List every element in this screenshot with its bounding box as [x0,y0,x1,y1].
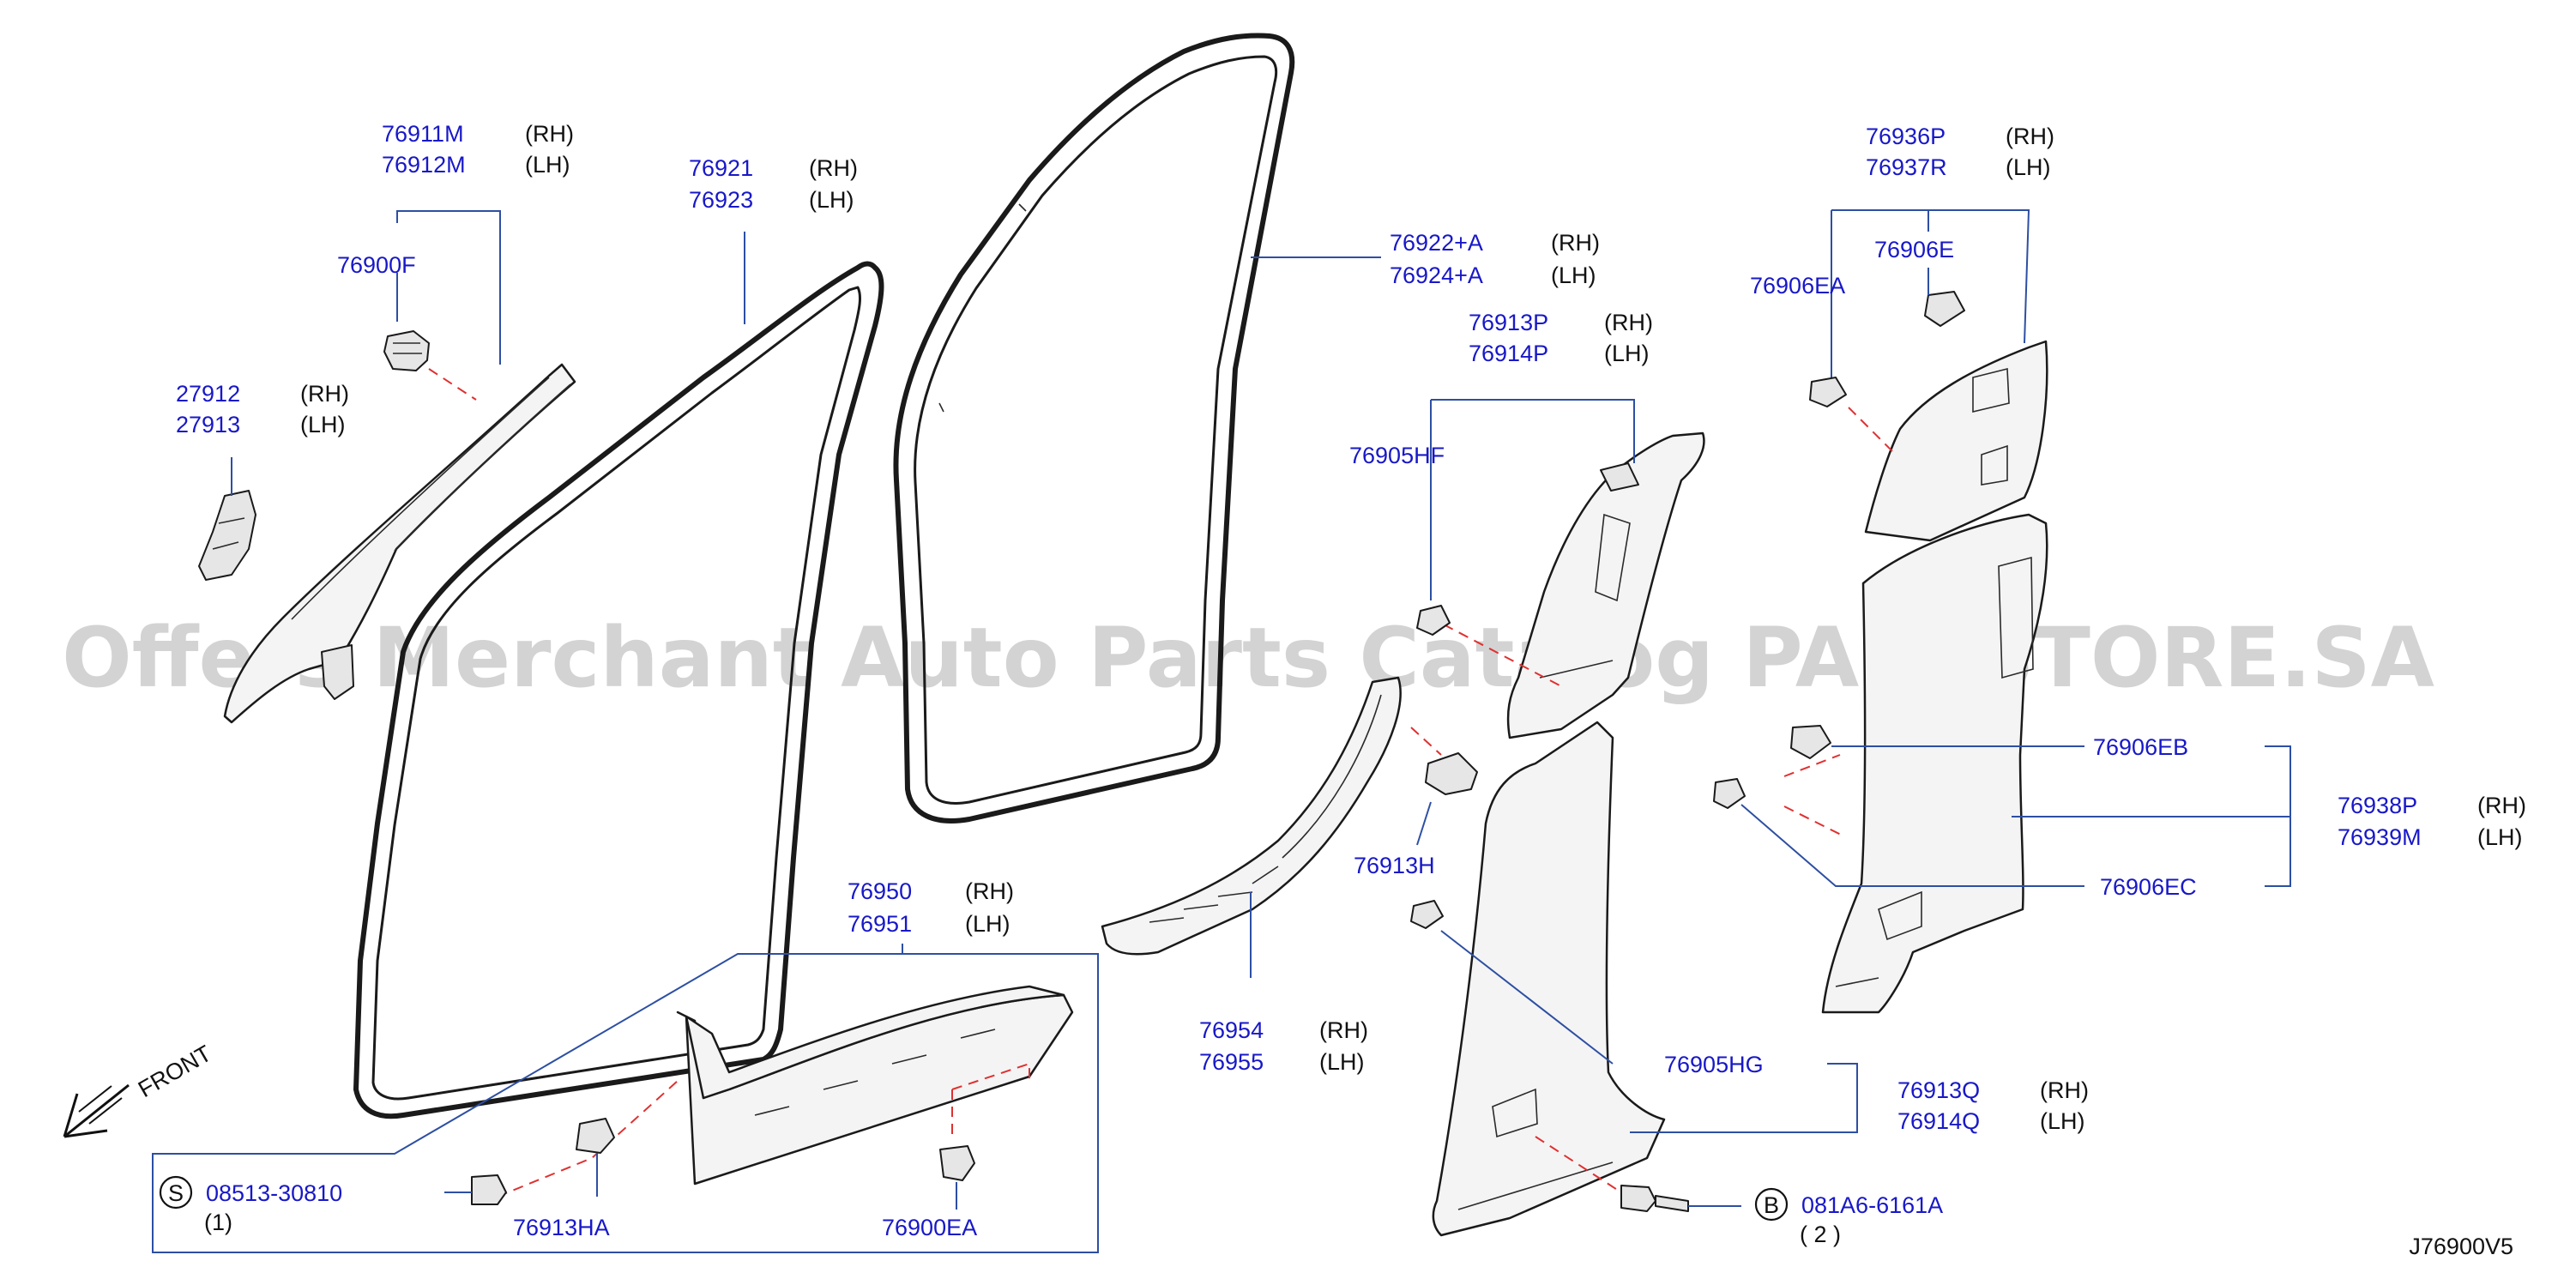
label-76914P-side: (LH) [1604,341,1650,366]
label-76955: 76955 [1199,1049,1264,1075]
clip-76906EB [1790,725,1831,759]
label-76924A: 76924+A [1390,262,1483,288]
label-76914Q: 76914Q [1897,1108,1980,1134]
label-76936P: 76936P [1866,124,1946,149]
label-76906EB: 76906EB [2093,734,2188,760]
label-27912-side: (RH) [300,381,349,407]
symbol-s: S [168,1180,184,1206]
label-76923: 76923 [689,187,753,213]
label-76914P: 76914P [1469,341,1548,366]
label-76937R: 76937R [1866,154,1947,180]
label-76923-side: (LH) [809,187,854,213]
label-76914Q-side: (LH) [2040,1108,2085,1134]
label-76906EA: 76906EA [1750,273,1845,299]
label-76921: 76921 [689,155,753,181]
front-pillar-garnish [223,363,576,724]
label-76937R-side: (LH) [2006,154,2051,180]
label-76936P-side: (RH) [2006,124,2054,149]
label-76912M: 76912M [382,152,466,178]
clip-76905HF [1416,605,1451,636]
label-76939M-side: (LH) [2477,824,2523,850]
screw-08513-30810 [471,1174,507,1205]
symbol-b-circle [1754,1187,1789,1222]
center-pillar-upper [1506,431,1705,739]
assist-grip-27912 [198,490,256,581]
front-direction-arrow [63,1083,130,1138]
clip-76906EC [1713,778,1746,809]
label-76954-side: (RH) [1319,1017,1368,1043]
label-76938P-side: (RH) [2477,793,2526,818]
label-76922A-side: (RH) [1551,230,1600,256]
label-08513-qty: (1) [204,1210,232,1235]
label-76912M-side: (LH) [525,152,570,178]
rear-kicking-plate [676,985,1074,1186]
rear-pillar-lower [1821,513,2048,1014]
diagram-code: J76900V5 [2409,1234,2513,1259]
clip-76905HG [1410,900,1444,929]
label-76921-side: (RH) [809,155,858,181]
label-76954: 76954 [1199,1017,1264,1043]
label-76913Q: 76913Q [1897,1077,1980,1103]
label-76906EC: 76906EC [2100,874,2197,900]
weatherstrip-front-door [353,261,884,1119]
label-76913Q-side: (RH) [2040,1077,2089,1103]
clip-76906EA [1809,377,1847,407]
label-76955-side: (LH) [1319,1049,1365,1075]
label-76950-side: (RH) [965,878,1014,904]
clip-76906E [1924,291,1965,327]
clip-76900F [383,330,430,371]
clip-76913H [1425,752,1478,795]
label-76913P-side: (RH) [1604,310,1653,335]
label-76951-side: (LH) [965,911,1010,937]
label-76913P: 76913P [1469,310,1548,335]
label-76911M-side: (RH) [525,121,574,147]
bolt-081A6-6161A [1620,1185,1689,1212]
symbol-s-circle [159,1175,193,1210]
label-081A6-6161A: 081A6-6161A [1801,1192,1943,1218]
front-label: FRONT [134,1041,216,1102]
label-76924A-side: (LH) [1551,262,1596,288]
label-27912: 27912 [176,381,240,407]
label-76906E: 76906E [1874,237,1954,262]
symbol-b: B [1764,1192,1779,1218]
label-76951: 76951 [848,911,912,937]
label-76950: 76950 [848,878,912,904]
label-27913: 27913 [176,412,240,437]
label-081A6-qty: ( 2 ) [1800,1222,1841,1247]
label-76922A: 76922+A [1390,230,1483,256]
label-76905HF: 76905HF [1349,443,1445,468]
label-76900EA: 76900EA [882,1215,977,1240]
label-76913H: 76913H [1354,853,1435,878]
weatherstrip-body-opening [893,33,1295,824]
label-76939M: 76939M [2338,824,2422,850]
clip-76913HA [576,1118,615,1154]
watermark: Offers Merchant Auto Parts Catalog PARTS… [62,610,2434,706]
clip-76900EA [939,1145,975,1181]
label-08513-30810: 08513-30810 [206,1180,342,1206]
label-76905HG: 76905HG [1664,1052,1764,1077]
label-76938P: 76938P [2338,793,2417,818]
callout-labels: 76911M (RH) 76912M (LH) 76900F 27912 (RH… [159,121,2526,1247]
label-76911M: 76911M [382,121,464,147]
label-76913HA: 76913HA [513,1215,610,1240]
rear-pillar-upper [1864,340,2048,542]
center-pillar-lower [1432,721,1666,1237]
label-76900F: 76900F [337,252,416,278]
label-27913-side: (LH) [300,412,346,437]
